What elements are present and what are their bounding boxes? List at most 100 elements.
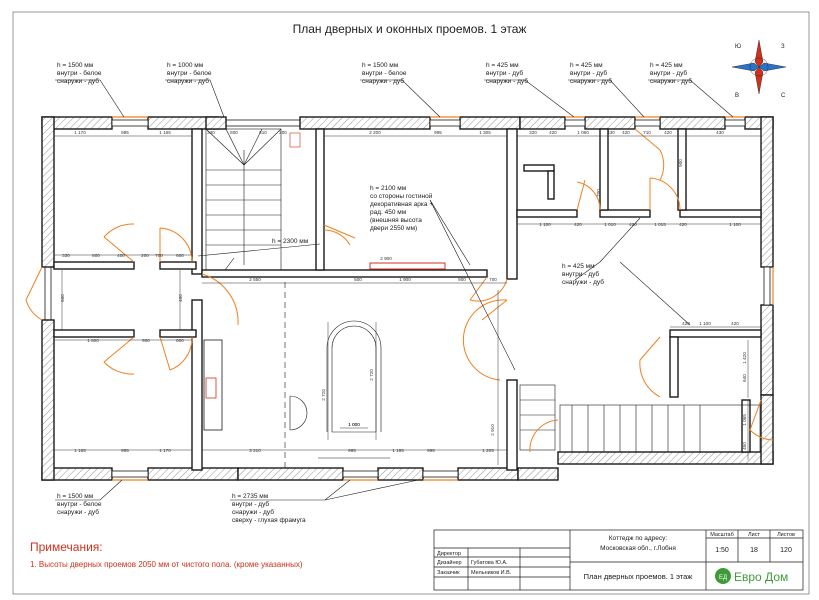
dim-hall-row: 1 900 bbox=[399, 277, 411, 282]
callout-w1-line: снаружи - дуб bbox=[57, 77, 99, 85]
callout-arch-line: (внешняя высота bbox=[370, 217, 422, 224]
dim-west-row2: 900 bbox=[142, 338, 150, 343]
callout-w6-line: снаружи - дуб bbox=[650, 77, 692, 85]
stamp-designer: Дизайнер bbox=[437, 559, 462, 566]
stamp-sheets: 120 bbox=[780, 547, 792, 554]
callout-w3-line: h = 1500 мм bbox=[362, 62, 399, 69]
callout-sw-line: внутри - белое bbox=[57, 500, 102, 508]
dim-vertical: 2 720 bbox=[369, 369, 374, 381]
stamp-address: Московская обл., г.Лобня bbox=[600, 544, 676, 552]
notes-heading: Примечания: bbox=[30, 540, 103, 554]
compass-rose bbox=[731, 39, 787, 95]
stamp-sheet: 18 bbox=[750, 547, 758, 554]
dim-vertical: 2 910 bbox=[490, 424, 495, 436]
logo-icon bbox=[715, 568, 731, 584]
dim-bottom-west: 1 170 bbox=[159, 448, 171, 453]
dim-vertical: 900 bbox=[678, 159, 683, 167]
callout-w5-line: h = 425 мм bbox=[570, 62, 603, 69]
dim-northeast-middle: 420 bbox=[574, 222, 582, 227]
dim-bottom-living: 3 210 bbox=[249, 448, 261, 453]
dim-top-northeast: 420 bbox=[664, 130, 672, 135]
dim-top-northeast: 420 bbox=[622, 130, 630, 135]
stamp-address: Коттедж по адресу: bbox=[609, 535, 668, 542]
dim-top-stair: 610 bbox=[259, 130, 267, 135]
dim-west-middle: 200 bbox=[141, 253, 149, 258]
stairs-southeast bbox=[519, 384, 761, 453]
dim-west-middle: 700 bbox=[155, 253, 163, 258]
interior-walls bbox=[53, 128, 762, 471]
dim-top-living: 1 305 bbox=[479, 130, 491, 135]
callout-w5-line: снаружи - дуб bbox=[570, 77, 612, 85]
callout-main-line: снаружи - дуб bbox=[232, 508, 274, 516]
dim-vertical: 640 bbox=[742, 374, 747, 382]
callout-arch-line: со стороны гостиной bbox=[370, 192, 433, 200]
window-highlights bbox=[112, 116, 774, 481]
page-title: План дверных и оконных проемов. 1 этаж bbox=[292, 22, 527, 36]
callout-east-line: h = 425 мм bbox=[562, 263, 595, 270]
dim-top-northeast: 710 bbox=[643, 130, 651, 135]
dim-top-west: 1 165 bbox=[159, 130, 171, 135]
callout-hall: h = 2300 мм bbox=[272, 238, 309, 245]
dim-hall-row: 500 bbox=[354, 277, 362, 282]
dim-arch-window: 2 900 bbox=[380, 256, 392, 261]
stamp-scale-label: Масштаб bbox=[710, 532, 734, 538]
dim-bottom-living: 995 bbox=[427, 448, 435, 453]
windows bbox=[44, 119, 771, 478]
dim-vertical: 600 bbox=[60, 294, 65, 302]
dim-top-northeast: 320 bbox=[529, 130, 537, 135]
dimension-lines bbox=[54, 135, 761, 465]
dim-bottom-living: 1 205 bbox=[482, 448, 494, 453]
callout-w2-line: h = 1000 мм bbox=[167, 62, 204, 69]
callout-w6-line: внутри - дуб bbox=[650, 69, 687, 77]
compass-north-letter: С bbox=[781, 93, 786, 99]
dim-hall-row: 700 bbox=[489, 277, 497, 282]
callout-w3-line: снаружи - дуб bbox=[362, 77, 404, 85]
dim-top-west: 1 170 bbox=[74, 130, 86, 135]
dim-bottom-living: 995 bbox=[348, 448, 356, 453]
callout-east-line: внутри - дуб bbox=[562, 270, 599, 278]
dim-bottom-west: 995 bbox=[121, 448, 129, 453]
dim-northeast-middle: 1 010 bbox=[604, 222, 616, 227]
dim-vertical: 1 420 bbox=[742, 352, 747, 364]
dim-northeast-middle: 1 100 bbox=[539, 222, 551, 227]
callout-east-line: снаружи - дуб bbox=[562, 278, 604, 286]
callout-arch-line: h = 2100 мм bbox=[370, 185, 407, 192]
stamp-designer-name: Губатова Ю.А. bbox=[471, 560, 508, 566]
dim-feature: 1 000 bbox=[348, 422, 360, 427]
callout-w6-line: h = 425 мм bbox=[650, 62, 683, 69]
stamp-sheet-label: Лист bbox=[748, 532, 760, 538]
dim-northeast-lower: 1 100 bbox=[699, 321, 711, 326]
dim-northeast-lower: 420 bbox=[731, 321, 739, 326]
callout-w2-line: внутри - белое bbox=[167, 69, 212, 77]
living-room-feature bbox=[284, 282, 390, 470]
compass-west-letter: З bbox=[781, 44, 785, 50]
dim-vertical: 2 720 bbox=[321, 389, 326, 401]
dim-hall-row: 2 550 bbox=[249, 277, 261, 282]
leader-lines bbox=[55, 79, 734, 501]
dim-vertical: 400 bbox=[178, 294, 183, 302]
stamp-logo-text: Евро Дом bbox=[734, 570, 788, 584]
dim-west-middle: 400 bbox=[117, 253, 125, 258]
dim-vertical: 1 065 bbox=[742, 414, 747, 426]
notes-text: 1. Высоты дверных проемов 2050 мм от чис… bbox=[30, 560, 303, 569]
dim-northeast-lower: 420 bbox=[682, 321, 690, 326]
callout-sw-line: снаружи - дуб bbox=[57, 508, 99, 516]
dim-bottom-west: 1 165 bbox=[74, 448, 86, 453]
callout-sw-line: h = 1500 мм bbox=[57, 493, 94, 500]
dim-west-middle: 600 bbox=[176, 253, 184, 258]
callout-arch-line: декоративная арка + bbox=[370, 201, 433, 208]
logo-mark: ЕД bbox=[719, 575, 727, 581]
stamp-director: Директор bbox=[437, 551, 461, 557]
dim-top-living: 2 200 bbox=[369, 130, 381, 135]
callout-w4-line: снаружи - дуб bbox=[486, 77, 528, 85]
sheet-frame bbox=[12, 11, 810, 595]
stamp-client-name: Мельников И.В. bbox=[471, 570, 512, 576]
callout-main-line: h = 2735 мм bbox=[232, 493, 269, 500]
dim-top-west: 995 bbox=[121, 130, 129, 135]
callout-w3-line: внутри - белое bbox=[362, 69, 407, 77]
dim-bottom-living: 1 195 bbox=[392, 448, 404, 453]
dim-northeast-middle: 1 100 bbox=[729, 222, 741, 227]
callout-w4-line: внутри - дуб bbox=[486, 69, 523, 77]
